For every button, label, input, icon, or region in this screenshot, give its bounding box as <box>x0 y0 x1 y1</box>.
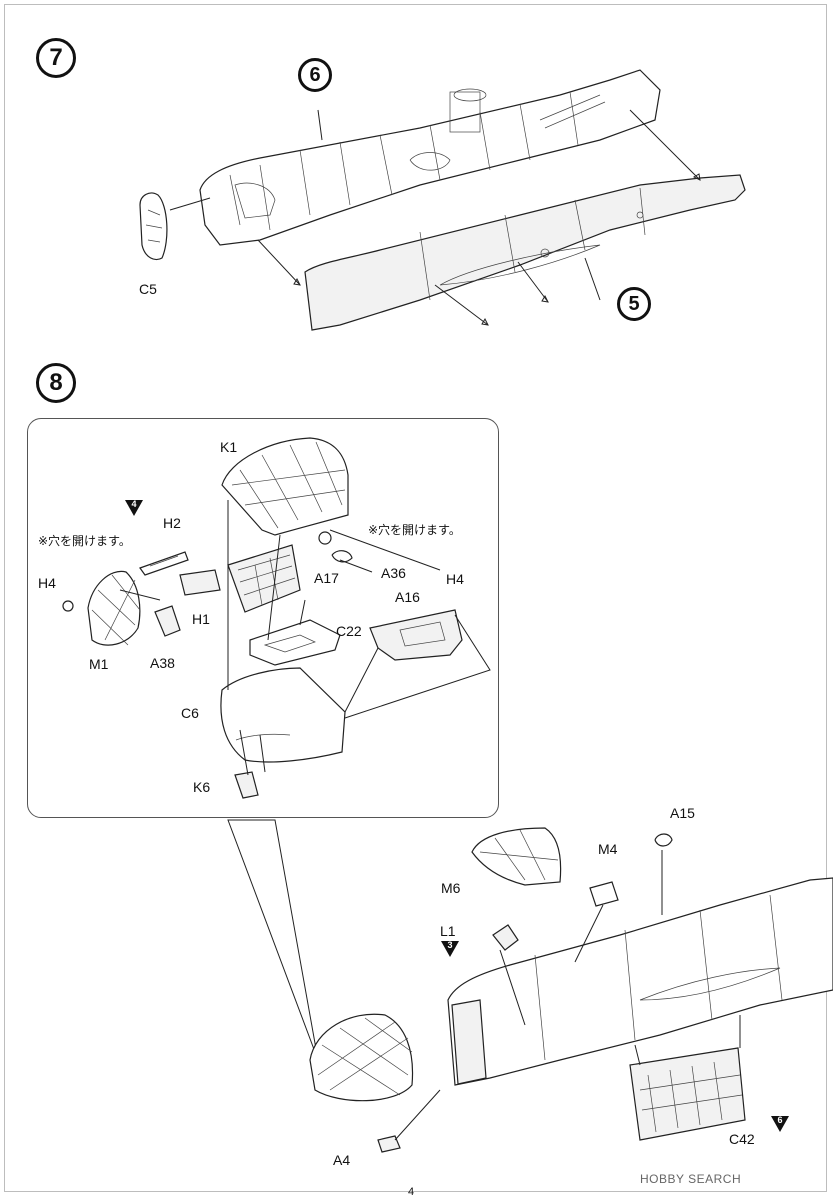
label-h4-right: H4 <box>446 571 464 587</box>
ref-step-3-triangle: 3 <box>441 941 459 957</box>
knob-h4-left <box>62 600 74 612</box>
ref-step-6-triangle: 6 <box>771 1116 789 1132</box>
knob-h4-right <box>318 531 332 545</box>
label-h1: H1 <box>192 611 210 627</box>
zoom-pointer <box>227 819 319 1061</box>
part-a36 <box>331 550 353 563</box>
label-c5: C5 <box>139 281 157 297</box>
hobby-search-watermark: HOBBY SEARCH <box>640 1172 742 1186</box>
ref-step-5-badge: 5 <box>617 287 651 321</box>
canopy-k1 <box>221 437 349 536</box>
bomb-bay-c42 <box>629 1047 746 1141</box>
nose-glazing <box>309 1013 414 1102</box>
label-l1: L1 <box>440 923 456 939</box>
mount-h1 <box>179 569 221 596</box>
fuselage-left-half <box>199 69 661 246</box>
instrument-panel-a17 <box>227 544 301 613</box>
page-border <box>4 4 827 1192</box>
dome-m1 <box>87 570 141 646</box>
mount-a38 <box>154 605 181 637</box>
label-a38: A38 <box>150 655 175 671</box>
label-h4-left: H4 <box>38 575 56 591</box>
canopy-m6 <box>471 827 562 886</box>
ref-step-6-badge: 6 <box>298 58 332 92</box>
part-m4 <box>589 881 619 907</box>
label-h2: H2 <box>163 515 181 531</box>
step-8-number: 8 <box>36 363 76 403</box>
bulkhead-c5 <box>139 192 168 261</box>
fuselage-assembled <box>447 877 833 1086</box>
step-8-detail-panel <box>27 418 499 818</box>
label-a36: A36 <box>381 565 406 581</box>
label-m6: M6 <box>441 880 461 896</box>
step-7-number: 7 <box>36 38 76 78</box>
part-k6 <box>234 771 259 799</box>
part-a15 <box>654 833 673 847</box>
label-a4: A4 <box>333 1152 351 1168</box>
label-c22: C22 <box>336 623 362 639</box>
canopy-frame-l1 <box>492 924 519 951</box>
gun-h2 <box>139 551 189 576</box>
floor-c22 <box>249 619 341 666</box>
label-a16: A16 <box>395 589 420 605</box>
label-m1: M1 <box>89 656 109 672</box>
label-a15: A15 <box>670 805 695 821</box>
label-k1: K1 <box>220 439 238 455</box>
label-c6: C6 <box>181 705 199 721</box>
page-number: 4 <box>408 1186 415 1198</box>
nose-c6 <box>220 667 346 763</box>
label-c42: C42 <box>729 1131 755 1147</box>
label-m4: M4 <box>598 841 618 857</box>
ref-step-4-triangle: 4 <box>125 500 143 516</box>
label-a17: A17 <box>314 570 339 586</box>
drill-hole-note-right: ※穴を開けます。 <box>368 523 461 537</box>
drill-hole-note-left: ※穴を開けます。 <box>38 534 131 548</box>
part-a4 <box>377 1135 401 1153</box>
label-k6: K6 <box>193 779 211 795</box>
